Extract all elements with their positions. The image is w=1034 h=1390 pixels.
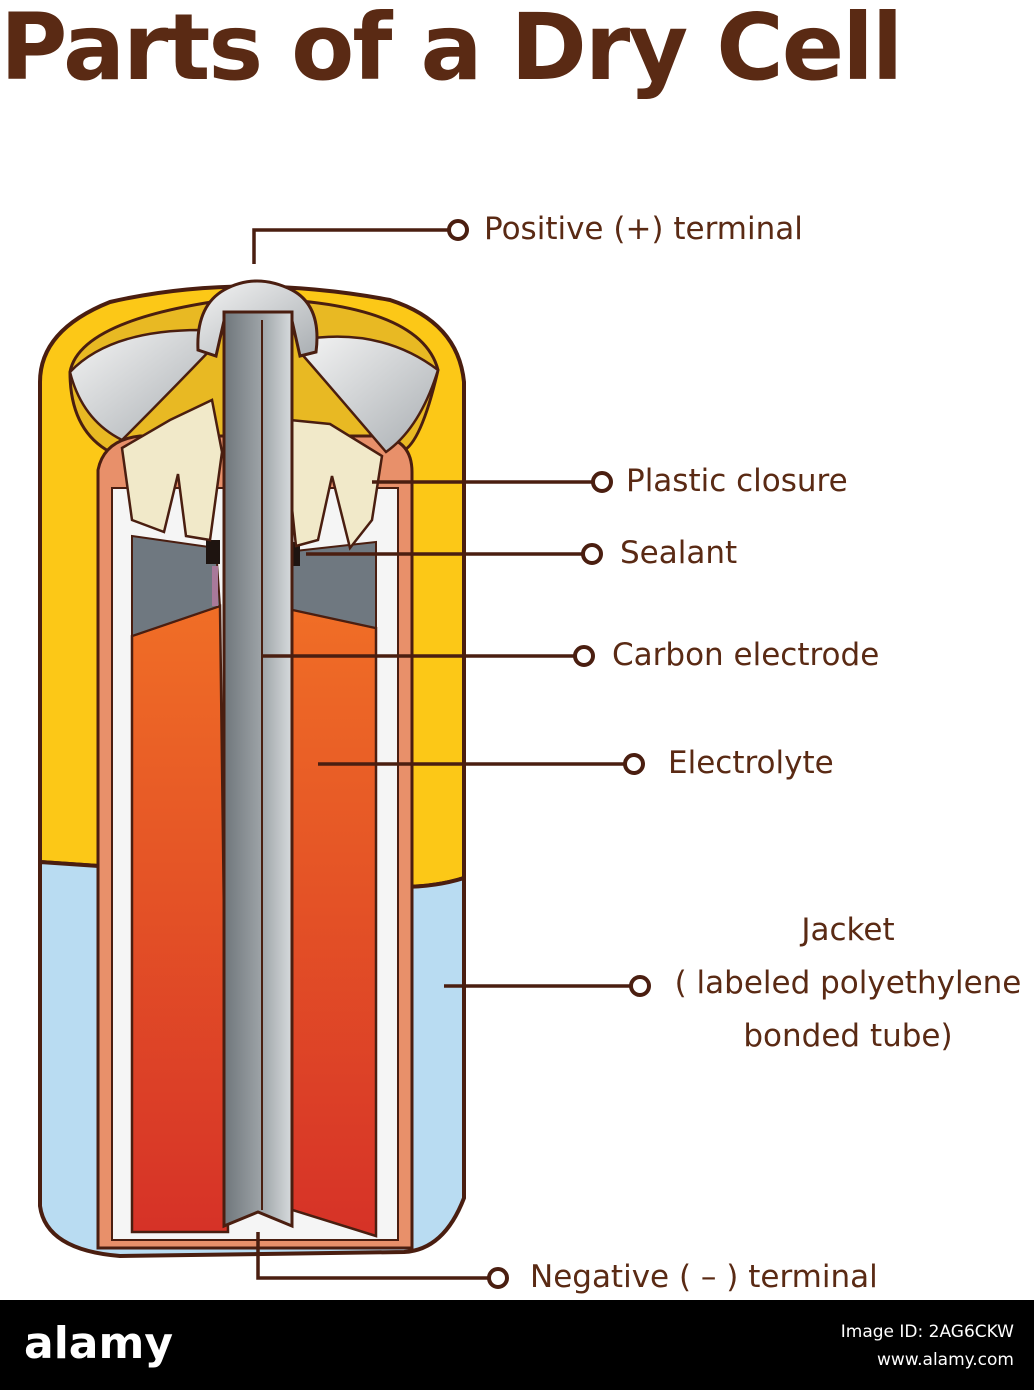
carbon-electrode xyxy=(222,310,294,1229)
positive-terminal-cap xyxy=(196,279,319,358)
label-sealant: Sealant xyxy=(620,535,738,571)
page-title: Parts of a Dry Cell xyxy=(0,0,903,101)
label-carbon-electrode: Carbon electrode xyxy=(612,637,880,673)
image-meta: Image ID: 2AG6CKW www.alamy.com xyxy=(841,1318,1014,1374)
dot-carbon-electrode xyxy=(573,645,595,667)
label-jacket: Jacket ( labeled polyethylene bonded tub… xyxy=(662,904,1034,1063)
alamy-logo: alamy xyxy=(24,1318,173,1369)
electrolyte-right xyxy=(282,606,378,1238)
leader-lines xyxy=(252,228,632,1280)
dry-cell-diagram xyxy=(38,219,651,1289)
dot-electrolyte xyxy=(623,753,645,775)
label-electrolyte: Electrolyte xyxy=(668,745,834,781)
dot-plastic-closure xyxy=(591,471,613,493)
electrolyte-left xyxy=(130,604,230,1234)
leader-negative-terminal xyxy=(256,1232,490,1280)
dot-jacket xyxy=(629,975,651,997)
sealant-left xyxy=(131,534,222,638)
sealant-ring-left xyxy=(212,566,218,606)
label-jacket-line2: ( labeled polyethylene xyxy=(674,965,1022,1001)
watermark-footer: alamy Image ID: 2AG6CKW www.alamy.com xyxy=(0,1300,1034,1390)
dot-sealant xyxy=(581,543,603,565)
plastic-closure xyxy=(120,398,384,551)
label-plastic-closure: Plastic closure xyxy=(626,463,848,499)
label-jacket-line1: Jacket xyxy=(801,912,895,948)
sealant-washer-left xyxy=(206,540,220,564)
metal-cap xyxy=(68,279,440,454)
site-url: www.alamy.com xyxy=(876,1350,1014,1370)
dot-negative-terminal xyxy=(487,1267,509,1289)
cap-dome-right xyxy=(298,335,440,454)
dot-positive-terminal xyxy=(447,219,469,241)
carbon-rod xyxy=(222,310,294,1229)
label-jacket-line3: bonded tube) xyxy=(743,1018,953,1054)
label-positive-terminal: Positive (+) terminal xyxy=(484,211,803,247)
closure-left xyxy=(120,398,224,542)
leader-positive-terminal xyxy=(252,228,450,264)
leader-dots xyxy=(447,219,651,1289)
label-negative-terminal: Negative ( – ) terminal xyxy=(530,1259,878,1295)
cap-dome-left xyxy=(68,328,216,442)
image-id: Image ID: 2AG6CKW xyxy=(840,1322,1014,1342)
